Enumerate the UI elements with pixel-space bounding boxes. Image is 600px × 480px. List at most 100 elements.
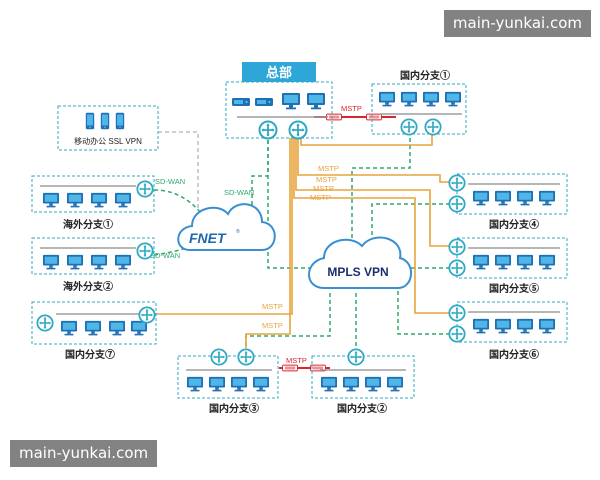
router-icon — [448, 259, 466, 277]
mstp-label: MSTP — [262, 321, 283, 330]
cloud-shape — [177, 203, 276, 251]
phone-icon — [100, 112, 110, 130]
desktop-icon — [91, 192, 107, 208]
switch-icon — [326, 113, 342, 121]
desktop-icon — [91, 254, 107, 270]
desktop-icon — [539, 254, 555, 270]
router-icon — [237, 348, 255, 366]
desktop-icon — [43, 254, 59, 270]
desktop-icon — [379, 91, 395, 107]
router-icon — [258, 120, 278, 140]
desktop-icon — [67, 192, 83, 208]
server-icon — [232, 98, 250, 106]
router-icon — [136, 242, 154, 260]
router-icon — [448, 238, 466, 256]
desktop-icon — [115, 192, 131, 208]
mstp-label: MSTP — [286, 356, 307, 365]
phone-icon — [115, 112, 125, 130]
router-icon — [448, 325, 466, 343]
router-icon — [210, 348, 228, 366]
link-labels: SD-WAN SD-WAN SD-WAN MSTP MSTP MSTP MSTP… — [150, 104, 362, 365]
desktop-icon — [473, 318, 489, 334]
branch-domestic-2: 国内分支② — [311, 348, 415, 415]
watermark: main-yunkai.com — [10, 440, 158, 467]
sdwan-label: SD-WAN — [155, 177, 185, 186]
hq-title: 总部 — [266, 65, 292, 80]
mobile-office-label: 移动办公 SSL VPN — [74, 136, 142, 146]
desktop-icon — [282, 93, 300, 110]
desktop-icon — [209, 376, 225, 392]
desktop-icon — [109, 320, 125, 336]
switch-icon — [366, 113, 382, 121]
branch-label: 国内分支③ — [209, 402, 259, 415]
desktop-icon — [495, 190, 511, 206]
branch-domestic-1: 国内分支① — [371, 69, 467, 136]
mstp-label: MSTP — [341, 104, 362, 113]
desktop-icon — [43, 192, 59, 208]
branch-label: 国内分支⑦ — [65, 348, 115, 361]
mstp-link-domestic1 — [300, 128, 433, 146]
router-icon — [448, 174, 466, 192]
router-icon — [424, 118, 442, 136]
mstp-label: MSTP — [262, 302, 283, 311]
mpls-vpn-label: MPLS VPN — [327, 265, 388, 279]
hq-box — [225, 81, 333, 139]
desktop-icon — [67, 254, 83, 270]
desktop-icon — [517, 318, 533, 334]
mstp-link-domestic6 — [293, 138, 457, 314]
branch-domestic-4: 国内分支④ — [448, 173, 568, 231]
mpls-link-hq — [267, 140, 318, 269]
mpls-cloud: MPLS VPN — [308, 236, 412, 289]
branch-label: 海外分支② — [63, 280, 113, 293]
mstp-link-domestic4 — [297, 138, 457, 183]
desktop-icon — [517, 190, 533, 206]
desktop-icon — [115, 254, 131, 270]
router-icon — [36, 314, 54, 332]
desktop-icon — [539, 190, 555, 206]
desktop-icon — [539, 318, 555, 334]
desktop-icon — [307, 93, 325, 110]
mstp-link-domestic5 — [295, 138, 457, 247]
branch-domestic-3: 国内分支③ — [177, 348, 279, 415]
branch-label: 国内分支② — [337, 402, 387, 415]
phone-icon — [85, 112, 95, 130]
router-icon — [136, 180, 154, 198]
branch-domestic-5: 国内分支⑤ — [448, 237, 568, 295]
mstp-label: MSTP — [313, 184, 334, 193]
branch-label: 国内分支④ — [489, 218, 539, 231]
router-icon — [400, 118, 418, 136]
mstp-link-domestic7 — [154, 138, 293, 315]
mpls-link-domestic6 — [397, 285, 457, 335]
router-icon — [347, 348, 365, 366]
server-icon — [255, 98, 273, 106]
cloud-shape — [308, 236, 412, 289]
branch-label: 国内分支⑥ — [489, 348, 539, 361]
mstp-link-domestic3 — [245, 138, 291, 348]
desktop-icon — [187, 376, 203, 392]
desktop-icon — [231, 376, 247, 392]
fnet-cloud: FNET ® — [177, 203, 276, 251]
mpls-link-domestic4 — [371, 203, 457, 245]
switch-icon — [282, 364, 298, 372]
branch-label: 国内分支⑤ — [489, 282, 539, 295]
mstp-label: MSTP — [310, 193, 331, 202]
mstp-label: MSTP — [316, 175, 337, 184]
sdwan-label: SD-WAN — [150, 251, 180, 260]
mobile-office-group: 移动办公 SSL VPN — [57, 105, 159, 151]
hq-group: 总部 — [225, 62, 333, 140]
mpls-link-domestic1 — [351, 138, 411, 245]
router-icon — [288, 120, 308, 140]
desktop-icon — [321, 376, 337, 392]
desktop-icon — [387, 376, 403, 392]
hq-title-bar — [242, 62, 316, 82]
branch-domestic-7: 国内分支⑦ — [31, 301, 157, 361]
desktop-icon — [445, 91, 461, 107]
desktop-icon — [423, 91, 439, 107]
router-icon — [448, 195, 466, 213]
desktop-icon — [495, 254, 511, 270]
branch-overseas-2: 海外分支② — [31, 237, 155, 293]
watermark: main-yunkai.com — [443, 10, 591, 37]
sdwan-link-hq — [251, 140, 269, 212]
sdwan-label: SD-WAN — [224, 188, 254, 197]
